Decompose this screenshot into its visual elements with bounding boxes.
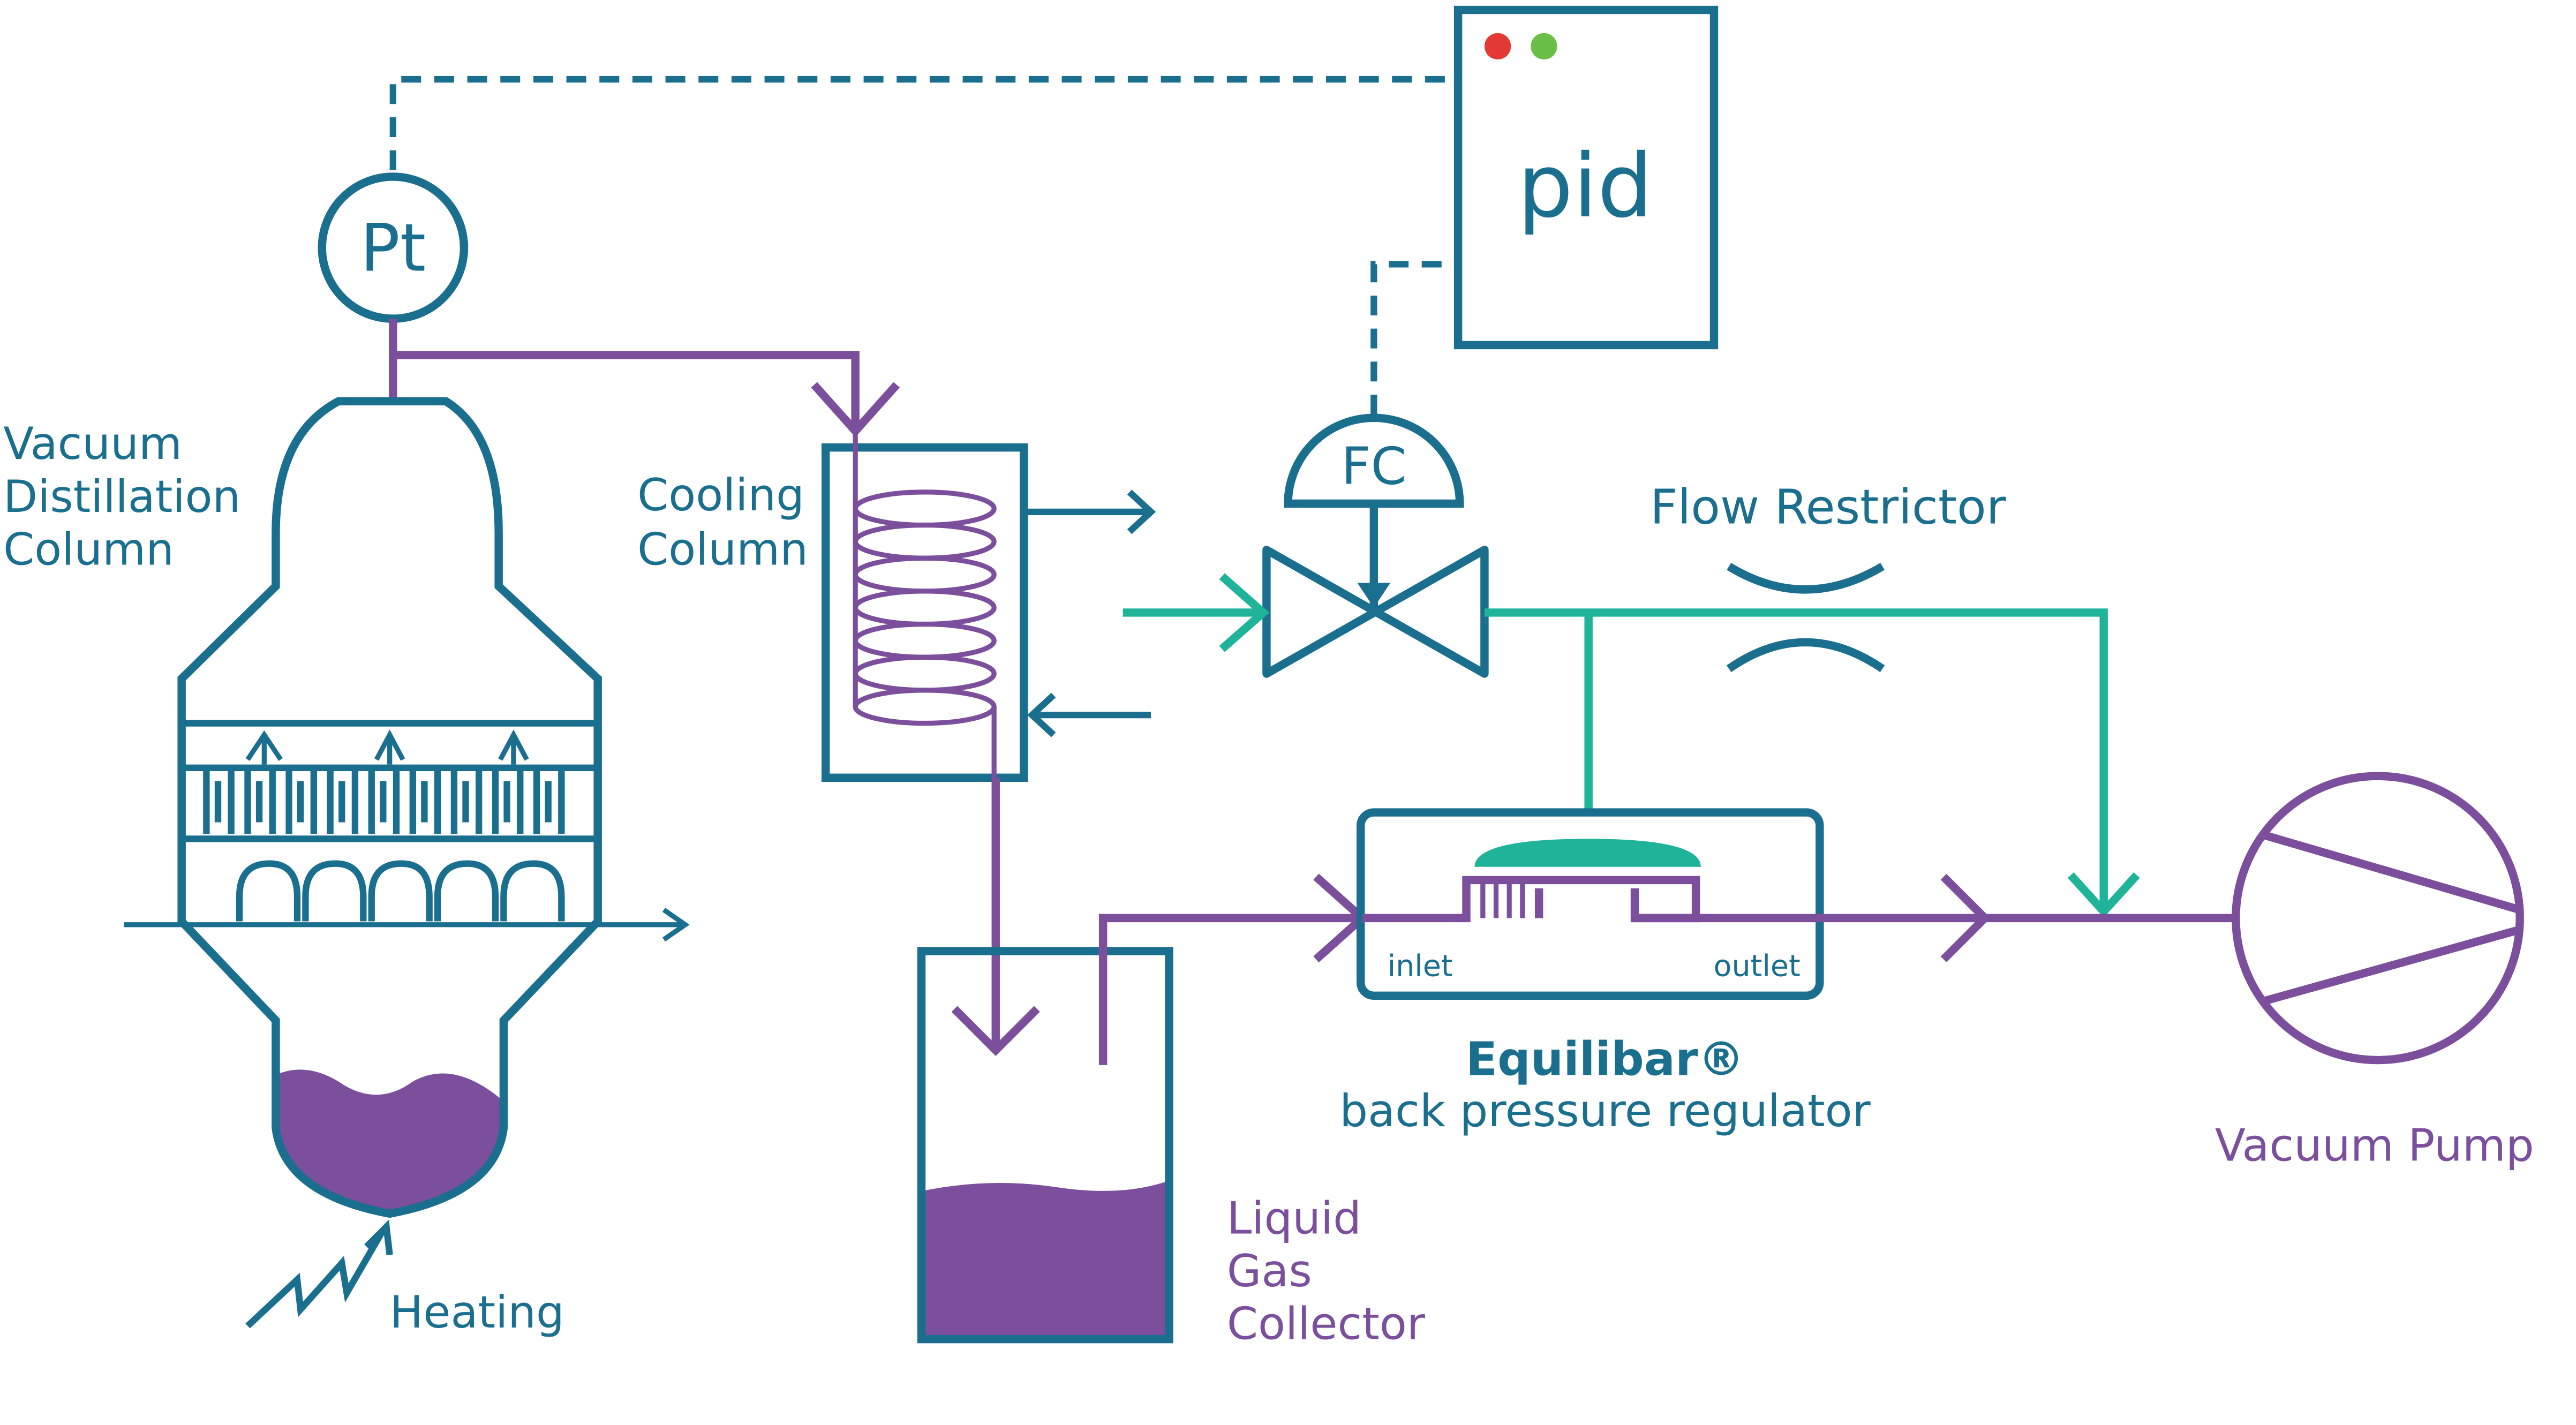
- vacuum-column-label-line-2: Distillation: [3, 471, 240, 523]
- vacuum-pump: [2232, 772, 2524, 1065]
- collector-liquid: [924, 1180, 1169, 1339]
- liquid-gas-collector: [917, 947, 1173, 1344]
- diaphragm-icon: [1474, 839, 1701, 867]
- heating-icon: [245, 1219, 393, 1329]
- pressure-transmitter: Pt: [318, 172, 469, 323]
- cooling-column: [821, 431, 1156, 782]
- column-trays: [182, 720, 598, 922]
- vacuum-distillation-column: [124, 397, 690, 1218]
- pt-label: Pt: [360, 210, 426, 287]
- collector-label-line-3: Collector: [1227, 1298, 1426, 1350]
- outlet-label: outlet: [1714, 948, 1801, 983]
- feed-arrow-icon: [124, 908, 690, 942]
- green-led-icon: [1531, 33, 1557, 60]
- signal-lines: [389, 76, 1453, 414]
- red-led-icon: [1484, 33, 1511, 60]
- cooling-column-label-line-2: Column: [637, 524, 808, 576]
- back-pressure-regulator: inlet outlet: [1356, 808, 1824, 1000]
- vacuum-pump-label: Vacuum Pump: [2215, 1120, 2534, 1172]
- equilibar-label: Equilibar®: [1466, 1032, 1744, 1086]
- green-lines: [1123, 573, 2140, 918]
- vapor-line: [389, 319, 900, 438]
- collector-label-line-2: Gas: [1227, 1245, 1312, 1297]
- heating-label: Heating: [390, 1286, 564, 1338]
- cooling-coil-icon: [853, 431, 997, 778]
- cooling-column-label-line-1: Cooling: [637, 469, 804, 521]
- outlet-line: [1696, 873, 2238, 962]
- vacuum-column-label-line-1: Vacuum: [3, 418, 182, 470]
- column-liquid: [275, 1069, 504, 1214]
- coolant-in-arrow-icon: [1027, 692, 1151, 737]
- condensate-line: [951, 778, 1040, 1056]
- coolant-out-arrow-icon: [1023, 489, 1156, 534]
- collector-label-line-1: Liquid: [1227, 1192, 1361, 1244]
- fc-label: FC: [1341, 436, 1406, 496]
- inlet-label: inlet: [1388, 948, 1453, 983]
- bpr-label: back pressure regulator: [1339, 1085, 1871, 1137]
- vacuum-column-label: Vacuum Distillation Column: [3, 418, 240, 575]
- flow-control-valve: FC: [1262, 413, 1489, 678]
- pid-label: pid: [1518, 135, 1653, 237]
- flow-restrictor-icon: [1726, 563, 1885, 673]
- pid-controller: pid: [1453, 5, 1719, 350]
- flow-restrictor-label: Flow Restrictor: [1650, 479, 2006, 535]
- vacuum-column-label-line-3: Column: [3, 524, 174, 576]
- gas-line: [1098, 873, 1369, 1065]
